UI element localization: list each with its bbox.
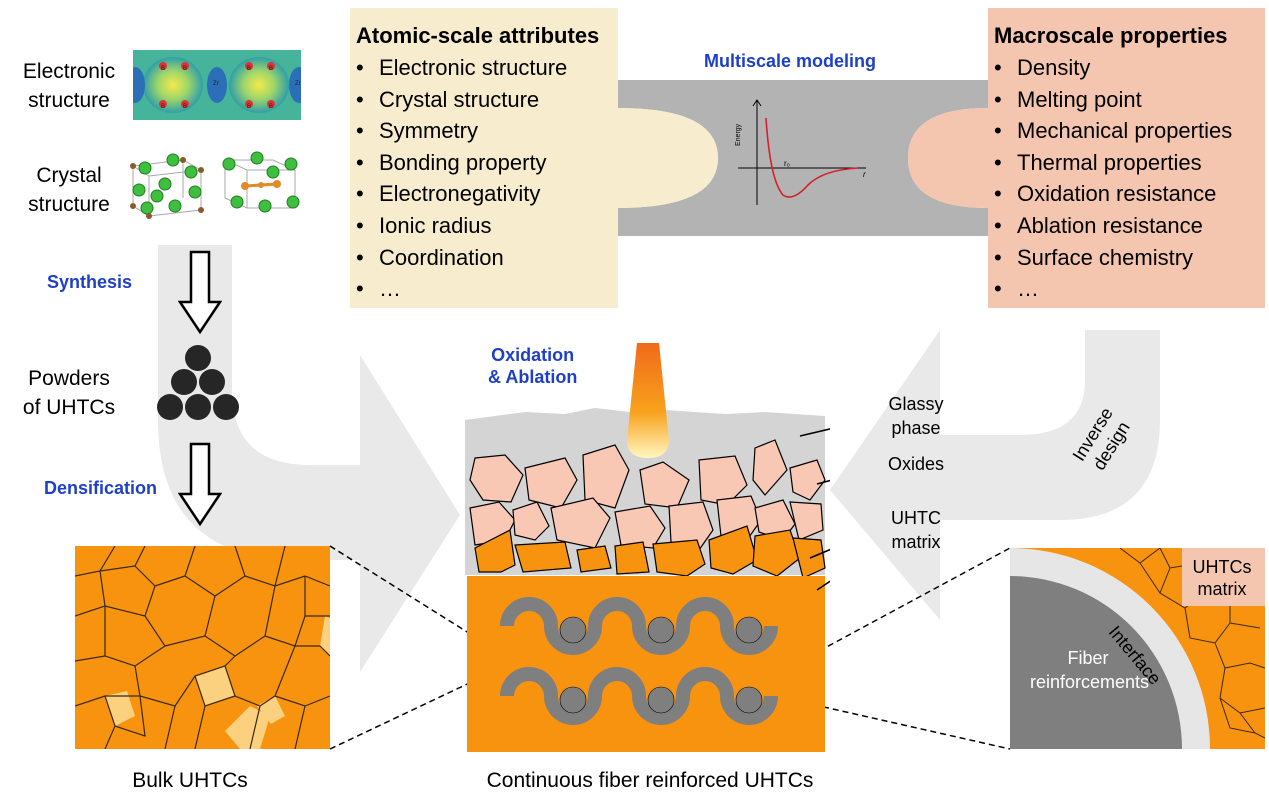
bullet-icon: • bbox=[356, 276, 364, 302]
macro-panel-item: • Density bbox=[994, 52, 1265, 84]
oxides-label: Oxides bbox=[887, 454, 945, 474]
atom-label: B bbox=[161, 104, 165, 110]
bullet-icon: • bbox=[356, 118, 364, 144]
electronic-structure-label: Electronic structure bbox=[22, 60, 116, 112]
atomic-panel-item: • Crystal structure bbox=[356, 84, 618, 116]
macro-panel-item: • Melting point bbox=[994, 84, 1265, 116]
atom-label: B bbox=[183, 66, 187, 72]
atom-label: B bbox=[161, 66, 165, 72]
fiber-reinforced-caption: Continuous fiber reinforced UHTCs bbox=[486, 769, 814, 792]
atom-label: Zr bbox=[295, 81, 301, 87]
densification-arrow-icon bbox=[178, 442, 222, 527]
bullet-icon: • bbox=[994, 55, 1002, 80]
atomic-panel-item: • Coordination bbox=[356, 242, 618, 274]
list-item-text: Density bbox=[1017, 55, 1091, 80]
r0-label: r₀ bbox=[784, 159, 790, 168]
bullet-icon: • bbox=[994, 181, 1002, 207]
macro-panel-item: • Ablation resistance bbox=[994, 210, 1265, 242]
bullet-icon: • bbox=[356, 244, 364, 270]
r-axis-label: r bbox=[863, 170, 866, 179]
multiscale-bridge: Energy r₀ r bbox=[618, 80, 988, 236]
list-item-text: … bbox=[1017, 276, 1039, 302]
list-item-text: Symmetry bbox=[379, 118, 478, 144]
list-item-text: Ablation resistance bbox=[1017, 212, 1203, 238]
macro-panel-item: • Mechanical properties bbox=[994, 115, 1265, 147]
atom-label: B bbox=[183, 104, 187, 110]
macro-panel-item: • Thermal properties bbox=[994, 147, 1265, 179]
list-item-text: Melting point bbox=[1017, 86, 1142, 112]
atom-label: B bbox=[247, 104, 251, 110]
fiber-interface-zoom bbox=[1010, 548, 1265, 749]
atomic-panel-item: • Ionic radius bbox=[356, 210, 618, 242]
macroscale-panel: Macroscale properties • Density • Melting p… bbox=[988, 8, 1265, 308]
atomic-scale-panel: Atomic-scale attributes • Electronic stru… bbox=[350, 8, 618, 308]
list-item-text: Oxidation resistance bbox=[1017, 181, 1217, 207]
bulk-uhtc-microstructure bbox=[75, 546, 330, 749]
macro-properties-list: • Density • Melting point • Mechanical proper… bbox=[994, 52, 1265, 305]
bullet-icon: • bbox=[994, 212, 1002, 238]
bullet-icon: • bbox=[356, 181, 364, 207]
atomic-panel-item: • Electronic structure bbox=[356, 52, 618, 84]
bullet-icon: • bbox=[356, 55, 364, 80]
atom-label: B bbox=[269, 66, 273, 72]
atom-label: B bbox=[269, 104, 273, 110]
bullet-icon: • bbox=[356, 212, 364, 238]
macro-panel-title: Macroscale properties bbox=[994, 23, 1228, 48]
list-item-text: Ionic radius bbox=[379, 212, 492, 238]
bullet-icon: • bbox=[356, 149, 364, 175]
list-item-text: Crystal structure bbox=[379, 86, 540, 112]
crystal-structure-label: Crystal structure bbox=[28, 164, 110, 216]
bullet-icon: • bbox=[994, 149, 1002, 175]
energy-axis-label: Energy bbox=[735, 123, 742, 146]
densification-label: Densification bbox=[44, 478, 158, 498]
crystal-structure-models bbox=[130, 151, 300, 219]
synthesis-label: Synthesis bbox=[47, 272, 133, 292]
list-item-text: Surface chemistry bbox=[1017, 244, 1194, 270]
powder-particles bbox=[157, 345, 239, 420]
atom-label: B bbox=[247, 66, 251, 72]
atomic-panel-item: • Bonding property bbox=[356, 147, 618, 179]
atomic-panel-item: • Symmetry bbox=[356, 115, 618, 147]
atomic-panel-title: Atomic-scale attributes bbox=[356, 23, 600, 48]
list-item-text: Electronic structure bbox=[379, 55, 568, 80]
bullet-icon: • bbox=[994, 276, 1002, 302]
macro-panel-item: • Surface chemistry bbox=[994, 242, 1265, 274]
synthesis-arrow-icon bbox=[178, 250, 222, 335]
list-item-text: Mechanical properties bbox=[1017, 118, 1233, 144]
glassy-phase-label: Glassy phase bbox=[888, 394, 944, 438]
list-item-text: … bbox=[379, 276, 401, 302]
bullet-icon: • bbox=[994, 244, 1002, 270]
multiscale-modeling-label: Multiscale modeling bbox=[704, 51, 877, 71]
list-item-text: Thermal properties bbox=[1017, 149, 1202, 175]
list-item-text: Bonding property bbox=[379, 149, 547, 175]
uhtc-matrix-label: UHTC matrix bbox=[891, 508, 941, 552]
uhtcs-matrix-label: UHTCs matrix bbox=[1192, 557, 1252, 599]
bullet-icon: • bbox=[356, 86, 364, 112]
oxidation-ablation-label: Oxidation & Ablation bbox=[488, 345, 578, 387]
macro-panel-item: • Oxidation resistance bbox=[994, 178, 1265, 210]
list-item-text: Coordination bbox=[379, 244, 504, 270]
list-item-text: Electronegativity bbox=[379, 181, 541, 207]
atomic-attributes-list: •Electronic structure•Crystal structure•… bbox=[356, 52, 618, 305]
atom-label: Zr bbox=[213, 81, 219, 87]
powders-label: Powders of UHTCs bbox=[22, 367, 116, 419]
macro-panel-item: •… bbox=[994, 273, 1265, 305]
bulk-uhtcs-caption: Bulk UHTCs bbox=[132, 769, 248, 792]
fiber-reinforcements-label: Fiber reinforcements bbox=[1030, 648, 1150, 692]
fiber-reinforced-composite bbox=[465, 343, 830, 752]
atomic-panel-item: •… bbox=[356, 273, 618, 305]
bullet-icon: • bbox=[994, 118, 1002, 144]
atomic-panel-item: • Electronegativity bbox=[356, 178, 618, 210]
bullet-icon: • bbox=[994, 86, 1002, 112]
